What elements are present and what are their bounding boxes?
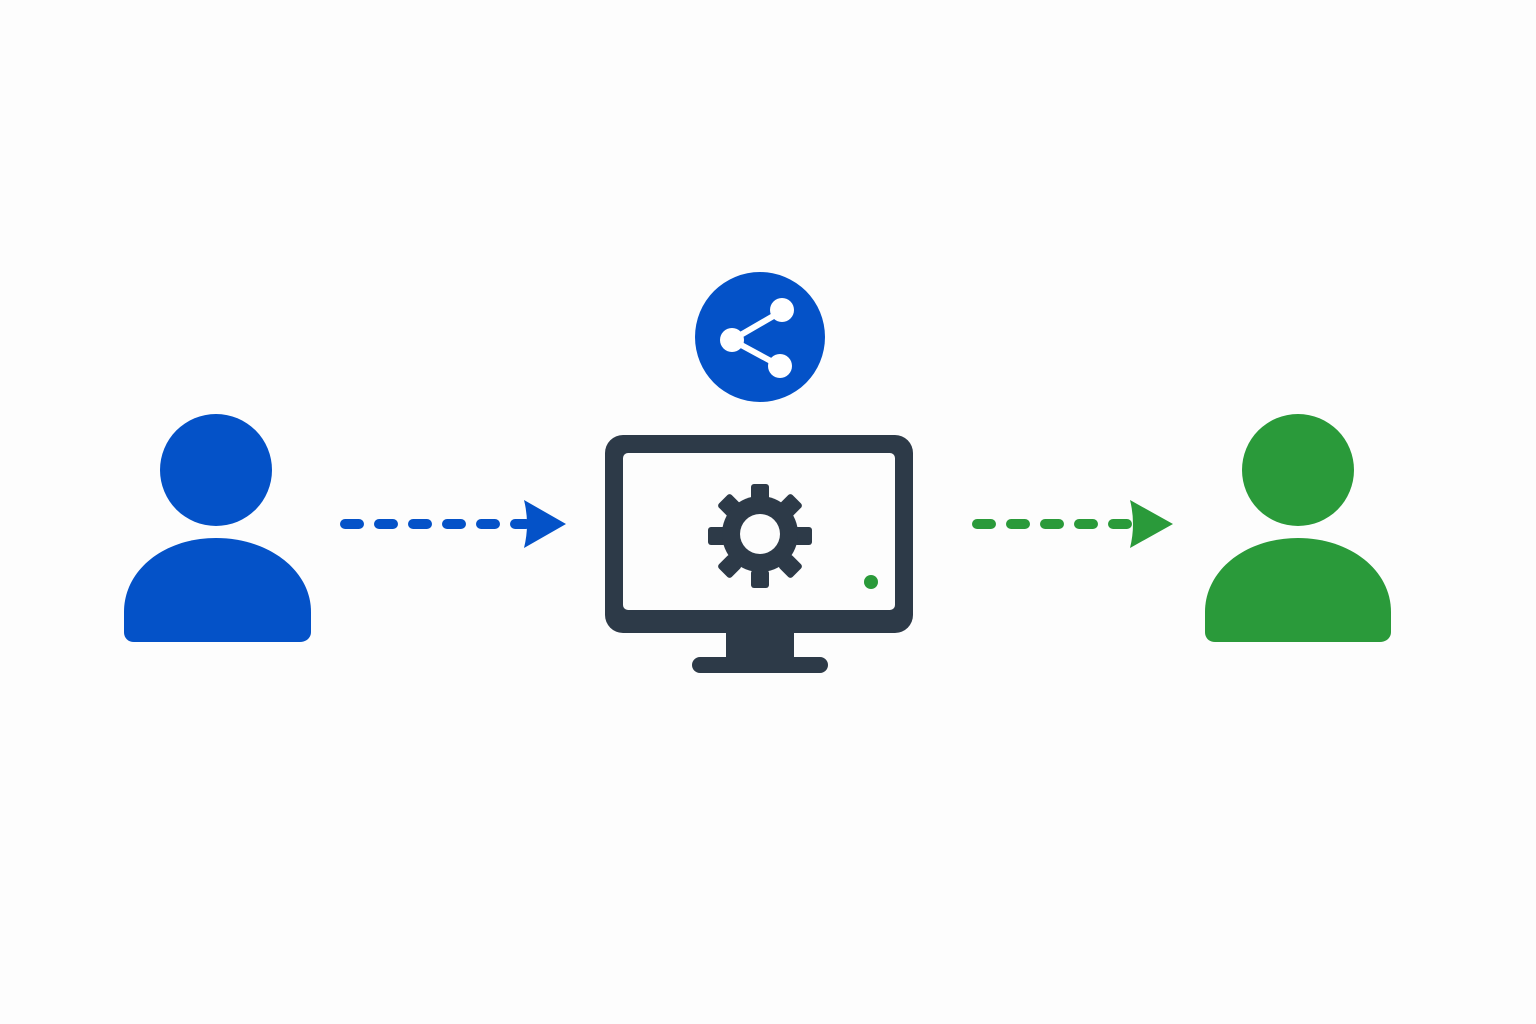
recipient-user-icon <box>1205 414 1391 642</box>
sender-body <box>124 538 311 642</box>
sender-user-icon <box>124 414 311 642</box>
arrow-head-green <box>1130 500 1173 548</box>
monitor-base <box>692 657 828 673</box>
share-badge-circle <box>695 272 825 402</box>
monitor-icon <box>605 435 913 673</box>
status-indicator <box>864 575 878 589</box>
arrow-head-blue <box>524 500 566 548</box>
recipient-body <box>1205 538 1391 642</box>
share-icon <box>720 298 794 378</box>
share-badge <box>695 272 825 402</box>
recipient-head <box>1242 414 1354 526</box>
sender-head <box>160 414 272 526</box>
monitor-neck <box>726 630 794 660</box>
arrow-computer-to-recipient <box>972 500 1173 548</box>
gear-icon <box>708 484 812 588</box>
arrow-sender-to-computer <box>340 500 566 548</box>
